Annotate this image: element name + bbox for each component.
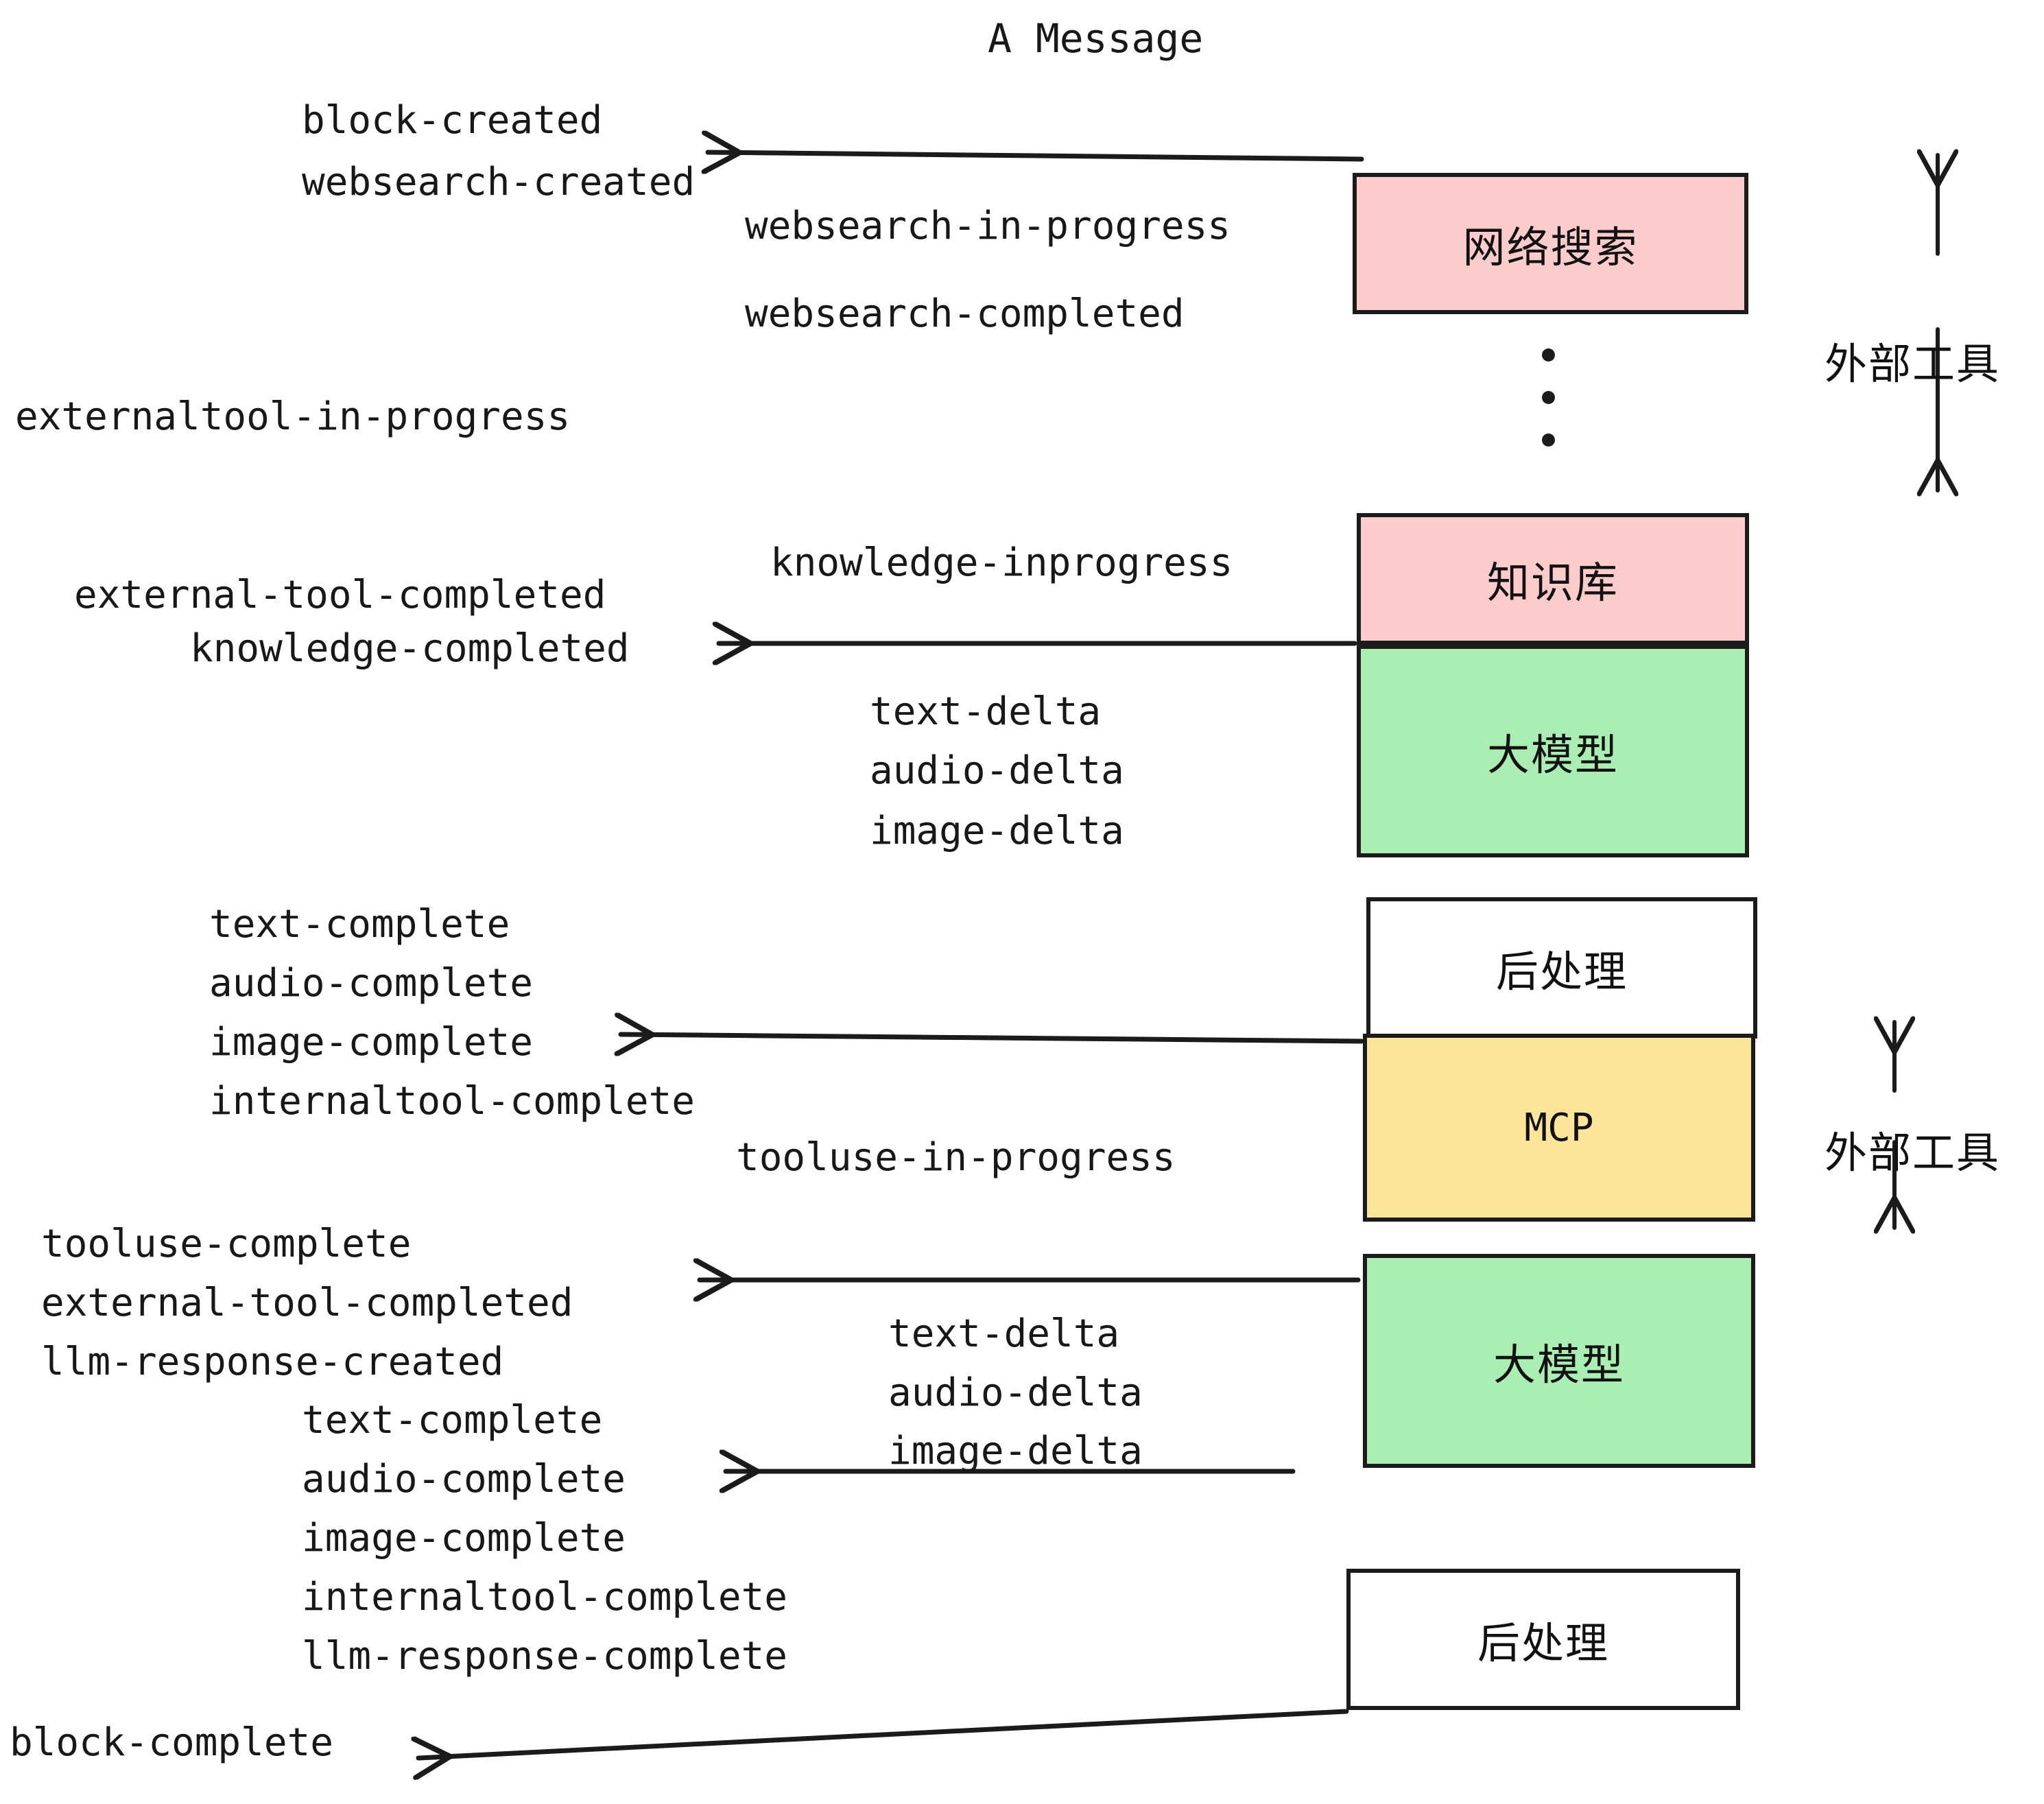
arrow-block-complete-icon bbox=[418, 1709, 1349, 1758]
event-label-tooluse-in-progress: tooluse-in-progress bbox=[736, 1135, 1176, 1180]
event-label-external-tool-completed-2: external-tool-completed bbox=[41, 1281, 573, 1325]
event-label-image-complete-2: image-complete bbox=[302, 1516, 626, 1560]
event-label-internaltool-complete-1: internaltool-complete bbox=[209, 1079, 696, 1124]
event-label-audio-delta-2: audio-delta bbox=[888, 1370, 1143, 1415]
box-websearch[interactable]: 网络搜索 bbox=[1353, 173, 1748, 314]
box-postprocess-2[interactable]: 后处理 bbox=[1346, 1569, 1740, 1710]
ellipsis-dot bbox=[1542, 348, 1555, 361]
event-label-text-complete-2: text-complete bbox=[302, 1398, 603, 1443]
box-knowledge[interactable]: 知识库 bbox=[1357, 513, 1749, 645]
event-label-block-complete: block-complete bbox=[10, 1720, 334, 1765]
event-label-externaltool-in-progress: externaltool-in-progress bbox=[15, 394, 571, 439]
event-label-external-tool-completed-1: external-tool-completed bbox=[74, 573, 606, 617]
event-label-text-delta-2: text-delta bbox=[888, 1312, 1120, 1356]
event-label-knowledge-completed: knowledge-completed bbox=[190, 626, 630, 671]
event-label-audio-delta-1: audio-delta bbox=[870, 748, 1124, 793]
box-llm-1[interactable]: 大模型 bbox=[1357, 645, 1749, 857]
box-mcp[interactable]: MCP bbox=[1363, 1034, 1755, 1222]
side-label-external-tools-bottom: 外部工具 bbox=[1825, 1128, 2001, 1178]
event-label-knowledge-inprogress: knowledge-inprogress bbox=[770, 541, 1233, 585]
ellipsis-dot bbox=[1542, 391, 1555, 404]
arrow-image-complete-icon bbox=[621, 1034, 1364, 1041]
event-label-llm-response-complete: llm-response-complete bbox=[302, 1634, 788, 1678]
event-label-audio-complete-2: audio-complete bbox=[302, 1457, 626, 1502]
event-label-image-delta-2: image-delta bbox=[888, 1429, 1143, 1473]
event-label-llm-response-created: llm-response-created bbox=[41, 1340, 504, 1384]
event-label-websearch-in-progress: websearch-in-progress bbox=[745, 204, 1231, 248]
event-label-text-complete-1: text-complete bbox=[209, 902, 510, 947]
arrow-websearch-created-icon bbox=[708, 152, 1364, 159]
event-label-tooluse-complete: tooluse-complete bbox=[41, 1222, 412, 1266]
event-label-websearch-created: websearch-created bbox=[302, 160, 696, 204]
box-postprocess-1[interactable]: 后处理 bbox=[1366, 897, 1757, 1039]
diagram-title: A Message bbox=[988, 15, 1204, 62]
vertical-ellipsis-icon bbox=[1542, 348, 1555, 476]
event-label-internaltool-complete-2: internaltool-complete bbox=[302, 1575, 788, 1619]
box-llm-2[interactable]: 大模型 bbox=[1363, 1254, 1755, 1468]
event-label-text-delta-1: text-delta bbox=[870, 689, 1102, 734]
ellipsis-dot bbox=[1542, 434, 1555, 447]
event-label-websearch-completed: websearch-completed bbox=[745, 292, 1185, 336]
event-label-image-delta-1: image-delta bbox=[870, 809, 1124, 853]
event-label-image-complete-1: image-complete bbox=[209, 1020, 534, 1065]
side-label-external-tools-top: 外部工具 bbox=[1825, 339, 2001, 389]
event-label-audio-complete-1: audio-complete bbox=[209, 961, 534, 1006]
event-label-block-created: block-created bbox=[302, 98, 603, 143]
